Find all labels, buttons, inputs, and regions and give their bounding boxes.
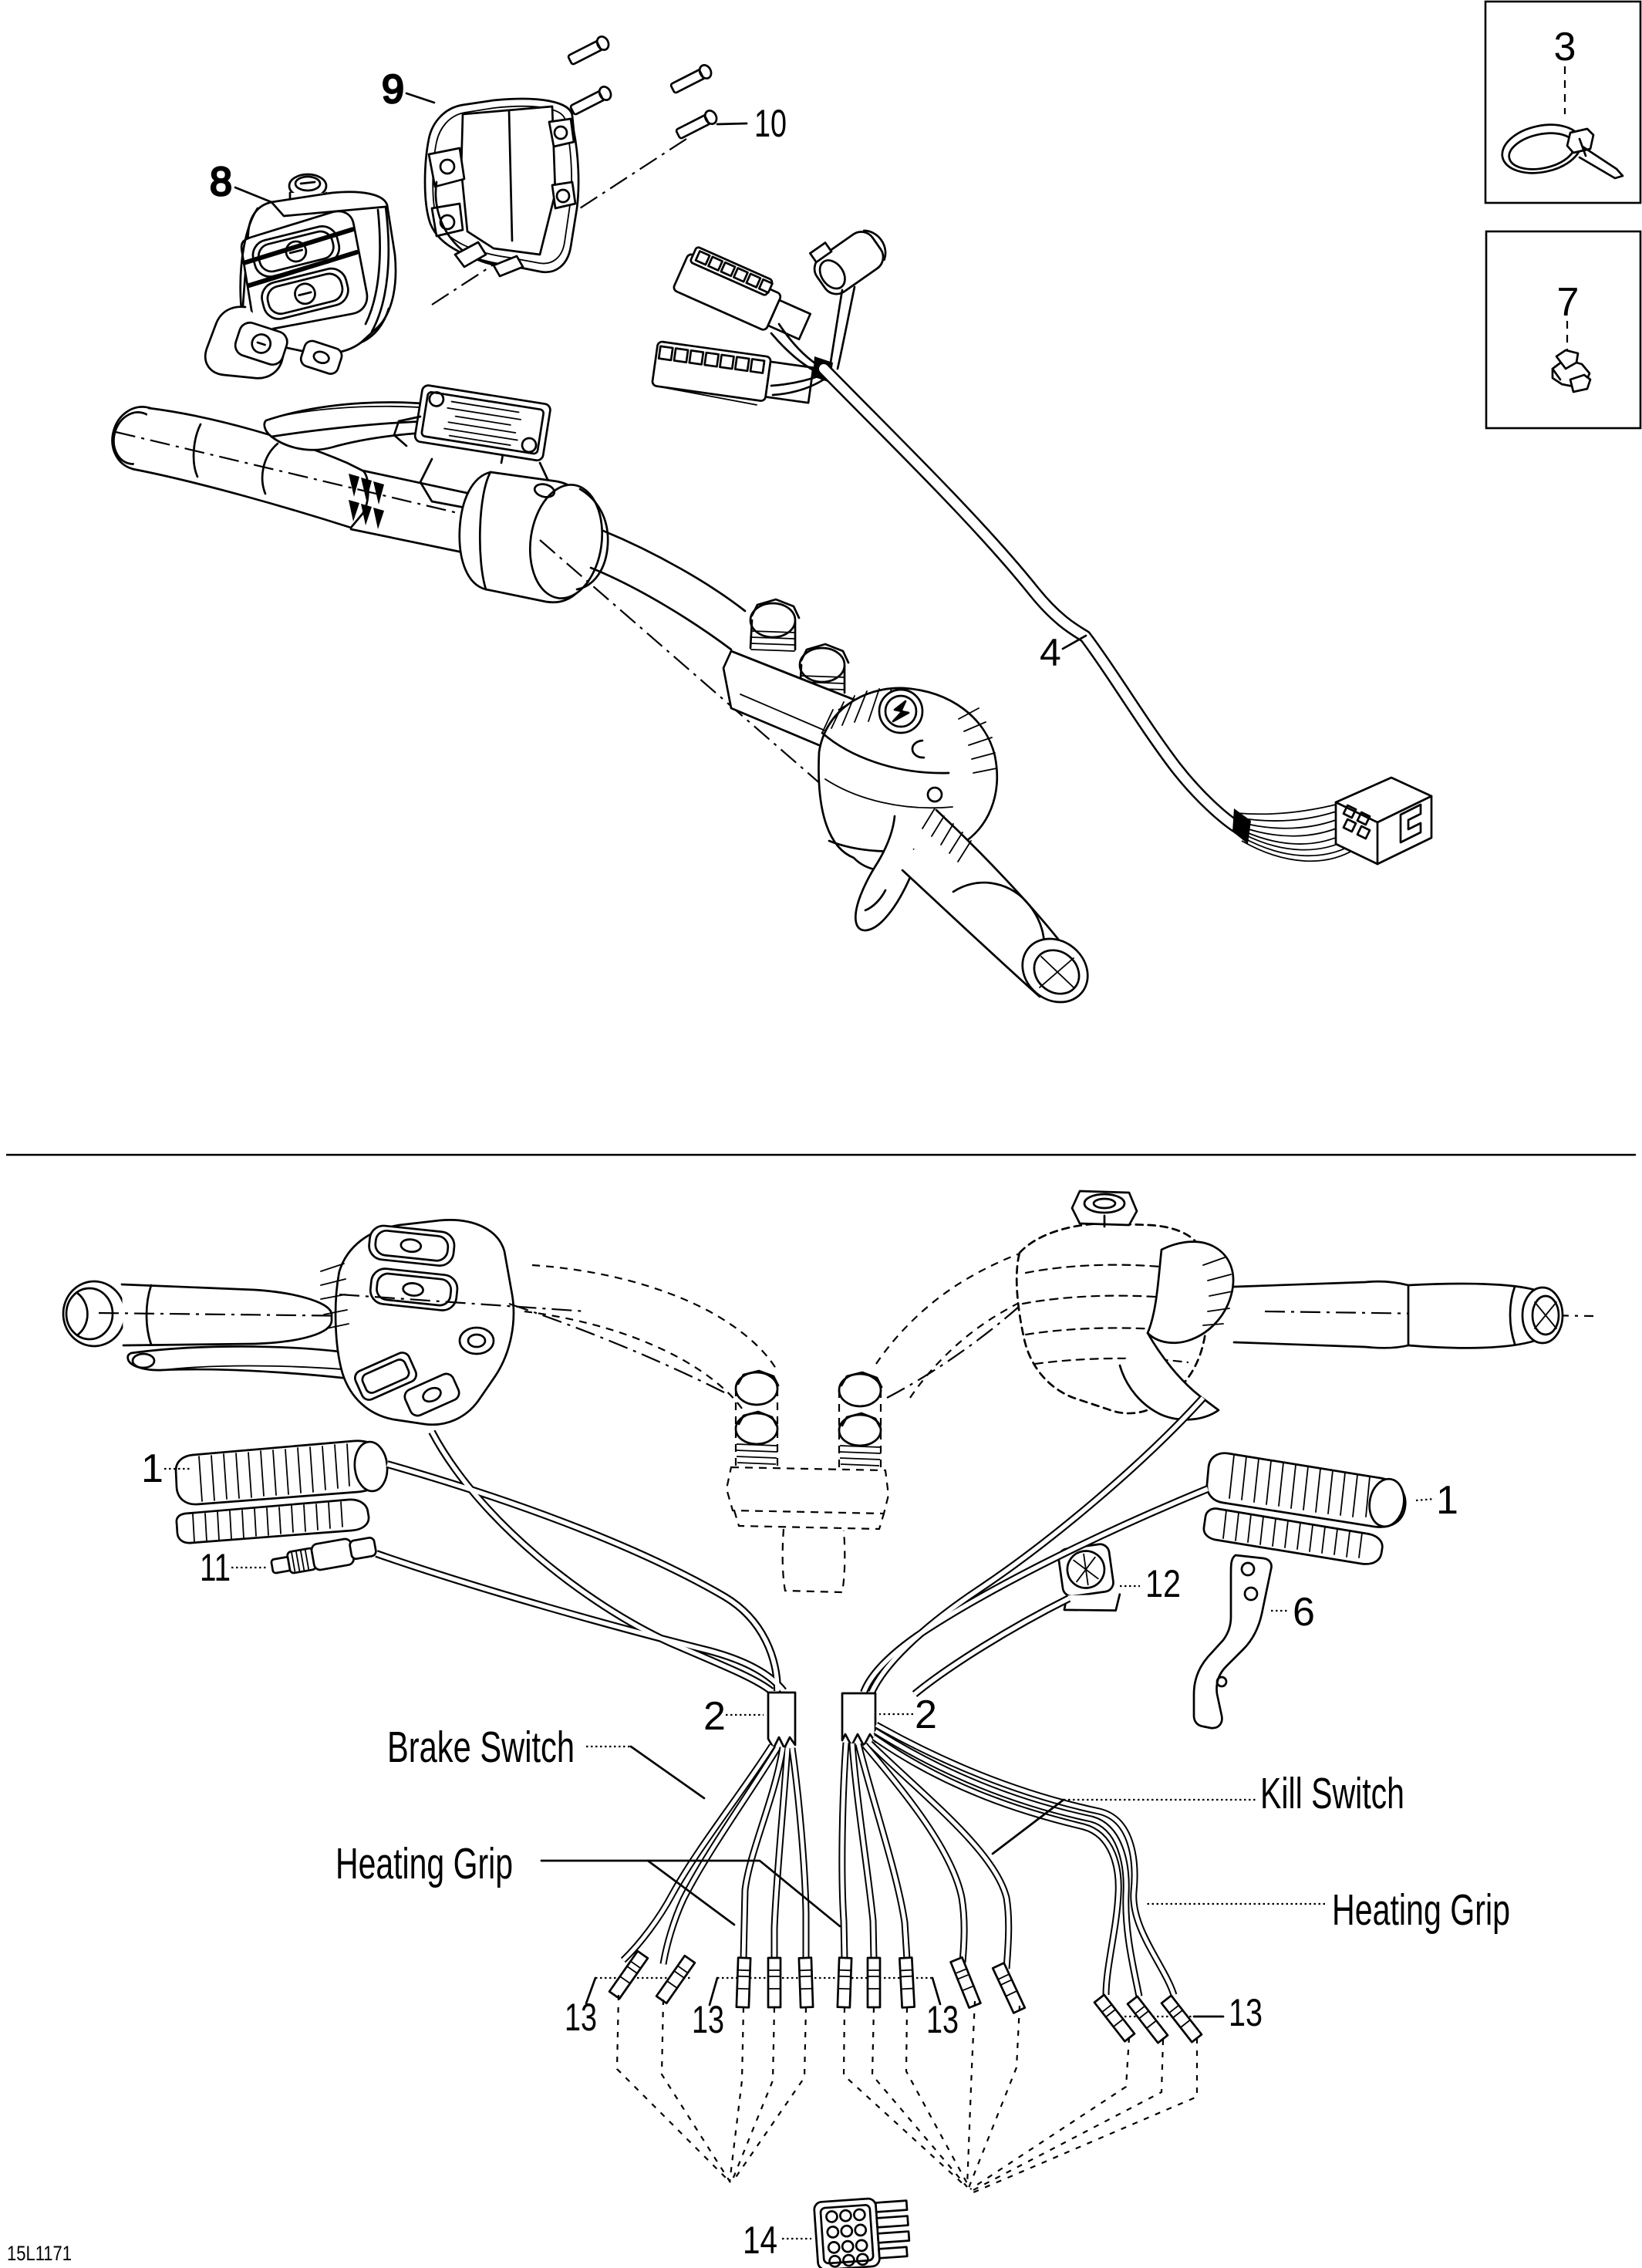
svg-text:1: 1 <box>1436 1478 1458 1523</box>
svg-text:11: 11 <box>200 1546 231 1589</box>
svg-text:13: 13 <box>565 1996 597 2039</box>
svg-text:2: 2 <box>703 1694 726 1739</box>
svg-text:Kill Switch: Kill Switch <box>1260 1769 1404 1818</box>
svg-text:8: 8 <box>210 160 232 204</box>
svg-text:14: 14 <box>743 2219 777 2262</box>
svg-text:3: 3 <box>1554 25 1576 69</box>
svg-text:15L1171: 15L1171 <box>7 2242 72 2265</box>
svg-text:Brake Switch: Brake Switch <box>387 1723 575 1772</box>
svg-text:2: 2 <box>915 1693 937 1737</box>
svg-text:10: 10 <box>754 102 787 145</box>
svg-text:12: 12 <box>1145 1562 1181 1605</box>
svg-text:1: 1 <box>141 1446 164 1491</box>
svg-text:Heating Grip: Heating Grip <box>335 1839 513 1888</box>
svg-text:13: 13 <box>692 1998 724 2041</box>
svg-text:7: 7 <box>1557 280 1580 325</box>
svg-text:4: 4 <box>1040 631 1061 674</box>
svg-text:9: 9 <box>382 67 404 112</box>
svg-text:Heating Grip: Heating Grip <box>1332 1885 1510 1935</box>
svg-text:6: 6 <box>1293 1590 1315 1635</box>
svg-text:13: 13 <box>1229 1991 1263 2034</box>
svg-text:13: 13 <box>926 1998 959 2041</box>
